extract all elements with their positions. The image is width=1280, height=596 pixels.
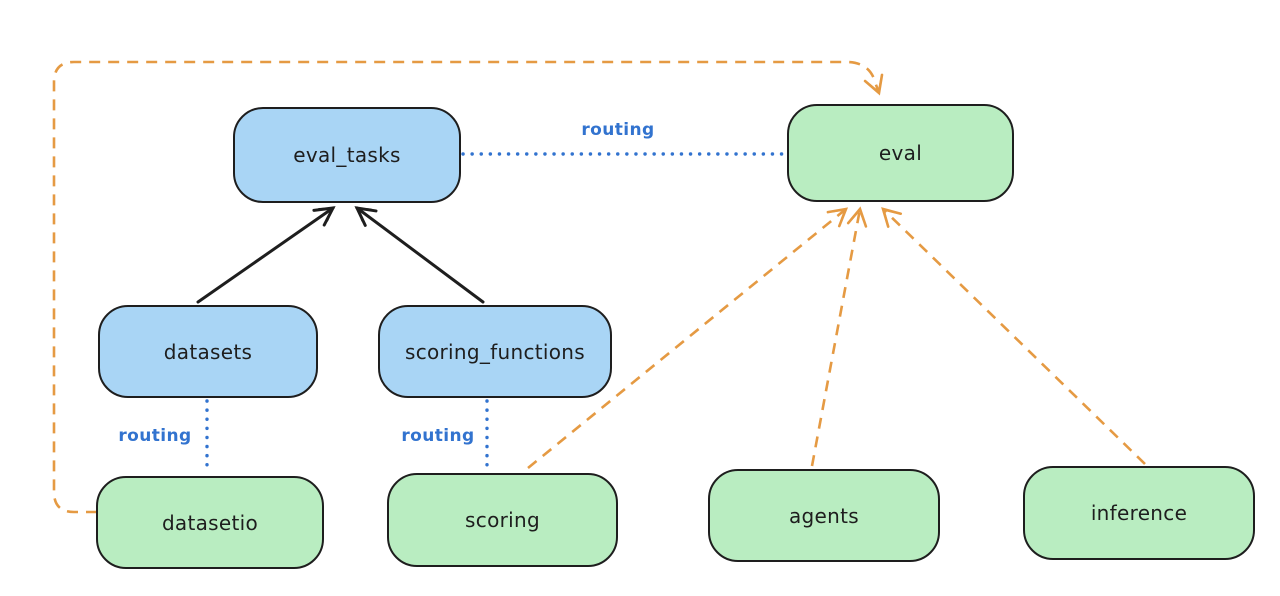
node-label-eval-tasks: eval_tasks bbox=[293, 143, 401, 167]
node-agents: agents bbox=[708, 469, 940, 562]
edge-inference-to-eval bbox=[881, 207, 1146, 465]
node-datasets: datasets bbox=[98, 305, 318, 398]
edge-datasets-to-eval-tasks bbox=[196, 206, 336, 304]
node-label-datasetio: datasetio bbox=[161, 510, 259, 535]
node-label-scoring-functions: scoring_functions bbox=[404, 339, 586, 364]
routing-label-datasets-datasetio: routing bbox=[118, 426, 192, 446]
node-eval-tasks: eval_tasks bbox=[233, 107, 461, 203]
edge-agents-to-eval bbox=[810, 206, 868, 467]
node-eval: eval bbox=[787, 104, 1014, 202]
node-label-eval: eval bbox=[878, 141, 923, 165]
routing-label-eval-tasks-eval: routing bbox=[581, 120, 655, 140]
node-label-datasets: datasets bbox=[163, 339, 253, 364]
routing-label-scoring-functions-scoring: routing bbox=[401, 426, 475, 446]
node-label-agents: agents bbox=[789, 503, 859, 528]
edge-scoring-functions-to-eval-tasks bbox=[354, 206, 485, 304]
node-scoring-functions: scoring_functions bbox=[378, 305, 612, 398]
node-label-inference: inference bbox=[1090, 501, 1188, 525]
node-inference: inference bbox=[1023, 466, 1255, 560]
node-scoring: scoring bbox=[387, 473, 618, 567]
node-datasetio: datasetio bbox=[96, 476, 324, 569]
node-label-scoring: scoring bbox=[465, 508, 540, 532]
